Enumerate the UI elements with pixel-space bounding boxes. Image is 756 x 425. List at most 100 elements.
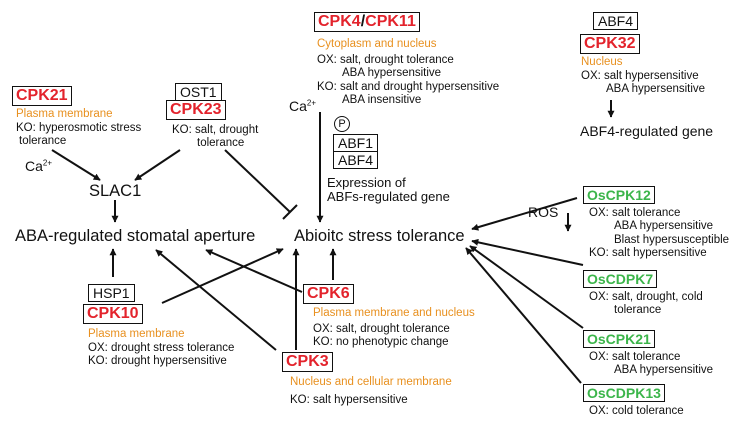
cpk23-phenotypes: KO: salt, drought tolerance [172,124,258,151]
cpk4-phenotypes: OX: salt, drought tolerance ABA hypersen… [317,54,499,108]
arrow-oscpk12-abiotic [471,197,578,231]
oscpk21-phenotypes: OX: salt tolerance ABA hypersensitive [589,351,713,378]
oscdpk13-phenotypes: OX: cold tolerance [589,405,684,418]
slac1-label: SLAC1 [89,182,142,200]
cpk4-line: KO: salt and drought hypersensitive [317,80,500,93]
cpk21-line: KO: hyperosmotic stress [16,122,142,134]
oscpk21-box: OsCPK21 [583,330,655,348]
oscpk12-line: Blast hypersusceptible [614,233,730,246]
cpk23-name: CPK23 [170,101,222,118]
oscpk12-name: OsCPK12 [587,187,651,203]
cpk4-cpk11-box: CPK4/CPK11 [314,12,420,32]
cpk4-name: CPK4 [318,13,361,30]
cpk23-line: KO: salt, drought [172,124,259,136]
arrow-oscpk21-abiotic [469,245,584,329]
ca-superscript: 2+ [306,98,317,108]
cpk32-line: ABA hypersensitive [606,83,706,96]
expression-label: Expression of ABFs-regulated gene [327,176,450,204]
oscdpk7-line: tolerance [614,304,662,317]
ca-text: Ca [289,98,307,114]
cpk6-phenotypes: OX: salt, drought tolerance KO: no pheno… [313,323,450,350]
oscpk21-line: ABA hypersensitive [614,364,714,377]
hsp1-label: HSP1 [93,285,130,301]
oscdpk13-name: OsCDPK13 [587,385,661,401]
oscdpk13-box: OsCDPK13 [583,384,665,402]
oscdpk7-name: OsCDPK7 [587,271,654,287]
cpk21-phenotypes: KO: hyperosmotic stress tolerance [16,122,141,149]
aba-stomatal-aperture-label: ABA-regulated stomatal aperture [15,227,256,245]
abf4-top-box: ABF4 [593,12,639,30]
arrow-oscdpk13-abiotic [465,247,582,384]
cpk6-location: Plasma membrane and nucleus [313,307,475,319]
ost1-box: OST1 [175,83,222,101]
expression-line: ABFs-regulated gene [327,189,450,204]
cpk10-name: CPK10 [87,305,139,322]
arrow-cpk10-abiotic [161,248,284,304]
cpk3-box: CPK3 [282,352,333,372]
cpk23-box: CPK23 [166,100,226,120]
cpk10-location: Plasma membrane [88,328,185,340]
arrow-oscdpk7-abiotic [471,238,584,266]
oscdpk7-phenotypes: OX: salt, drought, cold tolerance [589,291,703,318]
cpk6-box: CPK6 [303,284,354,304]
cpk3-line: KO: salt hypersensitive [290,394,408,406]
cpk21-location: Plasma membrane [16,108,113,120]
phospho-circle: P [334,116,350,132]
oscdpk13-line: OX: cold tolerance [589,405,684,417]
arrow-cpk6-stomatal [205,249,303,293]
cpk10-box: CPK10 [83,304,143,324]
oscdpk7-box: OsCDPK7 [583,270,658,288]
cpk23-line: tolerance [197,137,245,150]
ca-label-mid: Ca2+ [289,99,316,113]
ca-text: Ca [25,158,43,174]
cpk3-name: CPK3 [286,353,329,370]
expression-line: Expression of [327,175,406,190]
hsp1-box: HSP1 [88,284,135,302]
abf4-regulated-gene-label: ABF4-regulated gene [580,123,714,139]
cpk21-box: CPK21 [12,86,72,106]
abf4-label: ABF4 [333,152,379,169]
cpk6-line: OX: salt, drought tolerance [313,323,450,335]
arrow-cpk3-stomatal [155,249,277,351]
abf1-label: ABF1 [333,134,379,152]
cpk4-line: OX: salt, drought tolerance [317,54,454,66]
cpk21-name: CPK21 [16,87,68,104]
oscdpk7-line: OX: salt, drought, cold [589,291,703,303]
cpk32-line: OX: salt hypersensitive [581,70,699,82]
ca-superscript: 2+ [42,158,53,168]
cpk32-box: CPK32 [580,34,640,54]
arrow-cpk23-slac1 [134,149,181,181]
separator: / [360,13,366,30]
oscpk12-box: OsCPK12 [583,186,655,204]
inhibit-bar [282,204,298,220]
ca-label-left: Ca2+ [25,159,52,173]
inhibit-cpk23-abiotic [224,149,291,213]
cpk10-line: OX: drought stress tolerance [88,342,235,354]
oscpk12-line: OX: salt tolerance [589,207,681,219]
oscpk12-line: KO: salt hypersensitive [589,247,707,260]
oscpk12-line: ABA hypersensitive [614,220,714,233]
cpk6-line: KO: no phenotypic change [313,336,449,349]
ost1-label: OST1 [180,84,217,100]
cpk3-location: Nucleus and cellular membrane [290,376,452,388]
cpk3-phenotypes: KO: salt hypersensitive [290,394,408,407]
oscpk21-line: OX: salt tolerance [589,351,681,363]
arrow-cpk21-slac1 [51,149,101,181]
cpk6-name: CPK6 [307,285,350,302]
ros-label: ROS [528,204,559,220]
cpk32-phenotypes: OX: salt hypersensitive ABA hypersensiti… [581,70,705,97]
cpk21-line: tolerance [19,135,67,148]
cpk4-line: ABA hypersensitive [342,67,442,80]
oscpk21-name: OsCPK21 [587,331,651,347]
oscpk12-phenotypes: OX: salt tolerance ABA hypersensitive Bl… [589,207,729,261]
abiotic-stress-tolerance-label: Abioitc stress tolerance [294,227,465,245]
cpk32-location: Nucleus [581,56,623,68]
cpk4-line: ABA insensitive [342,94,422,107]
cpk10-line: KO: drought hypersensitive [88,355,227,368]
cpk4-location: Cytoplasm and nucleus [317,38,437,50]
cpk10-phenotypes: OX: drought stress tolerance KO: drought… [88,342,234,369]
cpk32-name: CPK32 [584,35,636,52]
abf4-label: ABF4 [598,13,634,29]
